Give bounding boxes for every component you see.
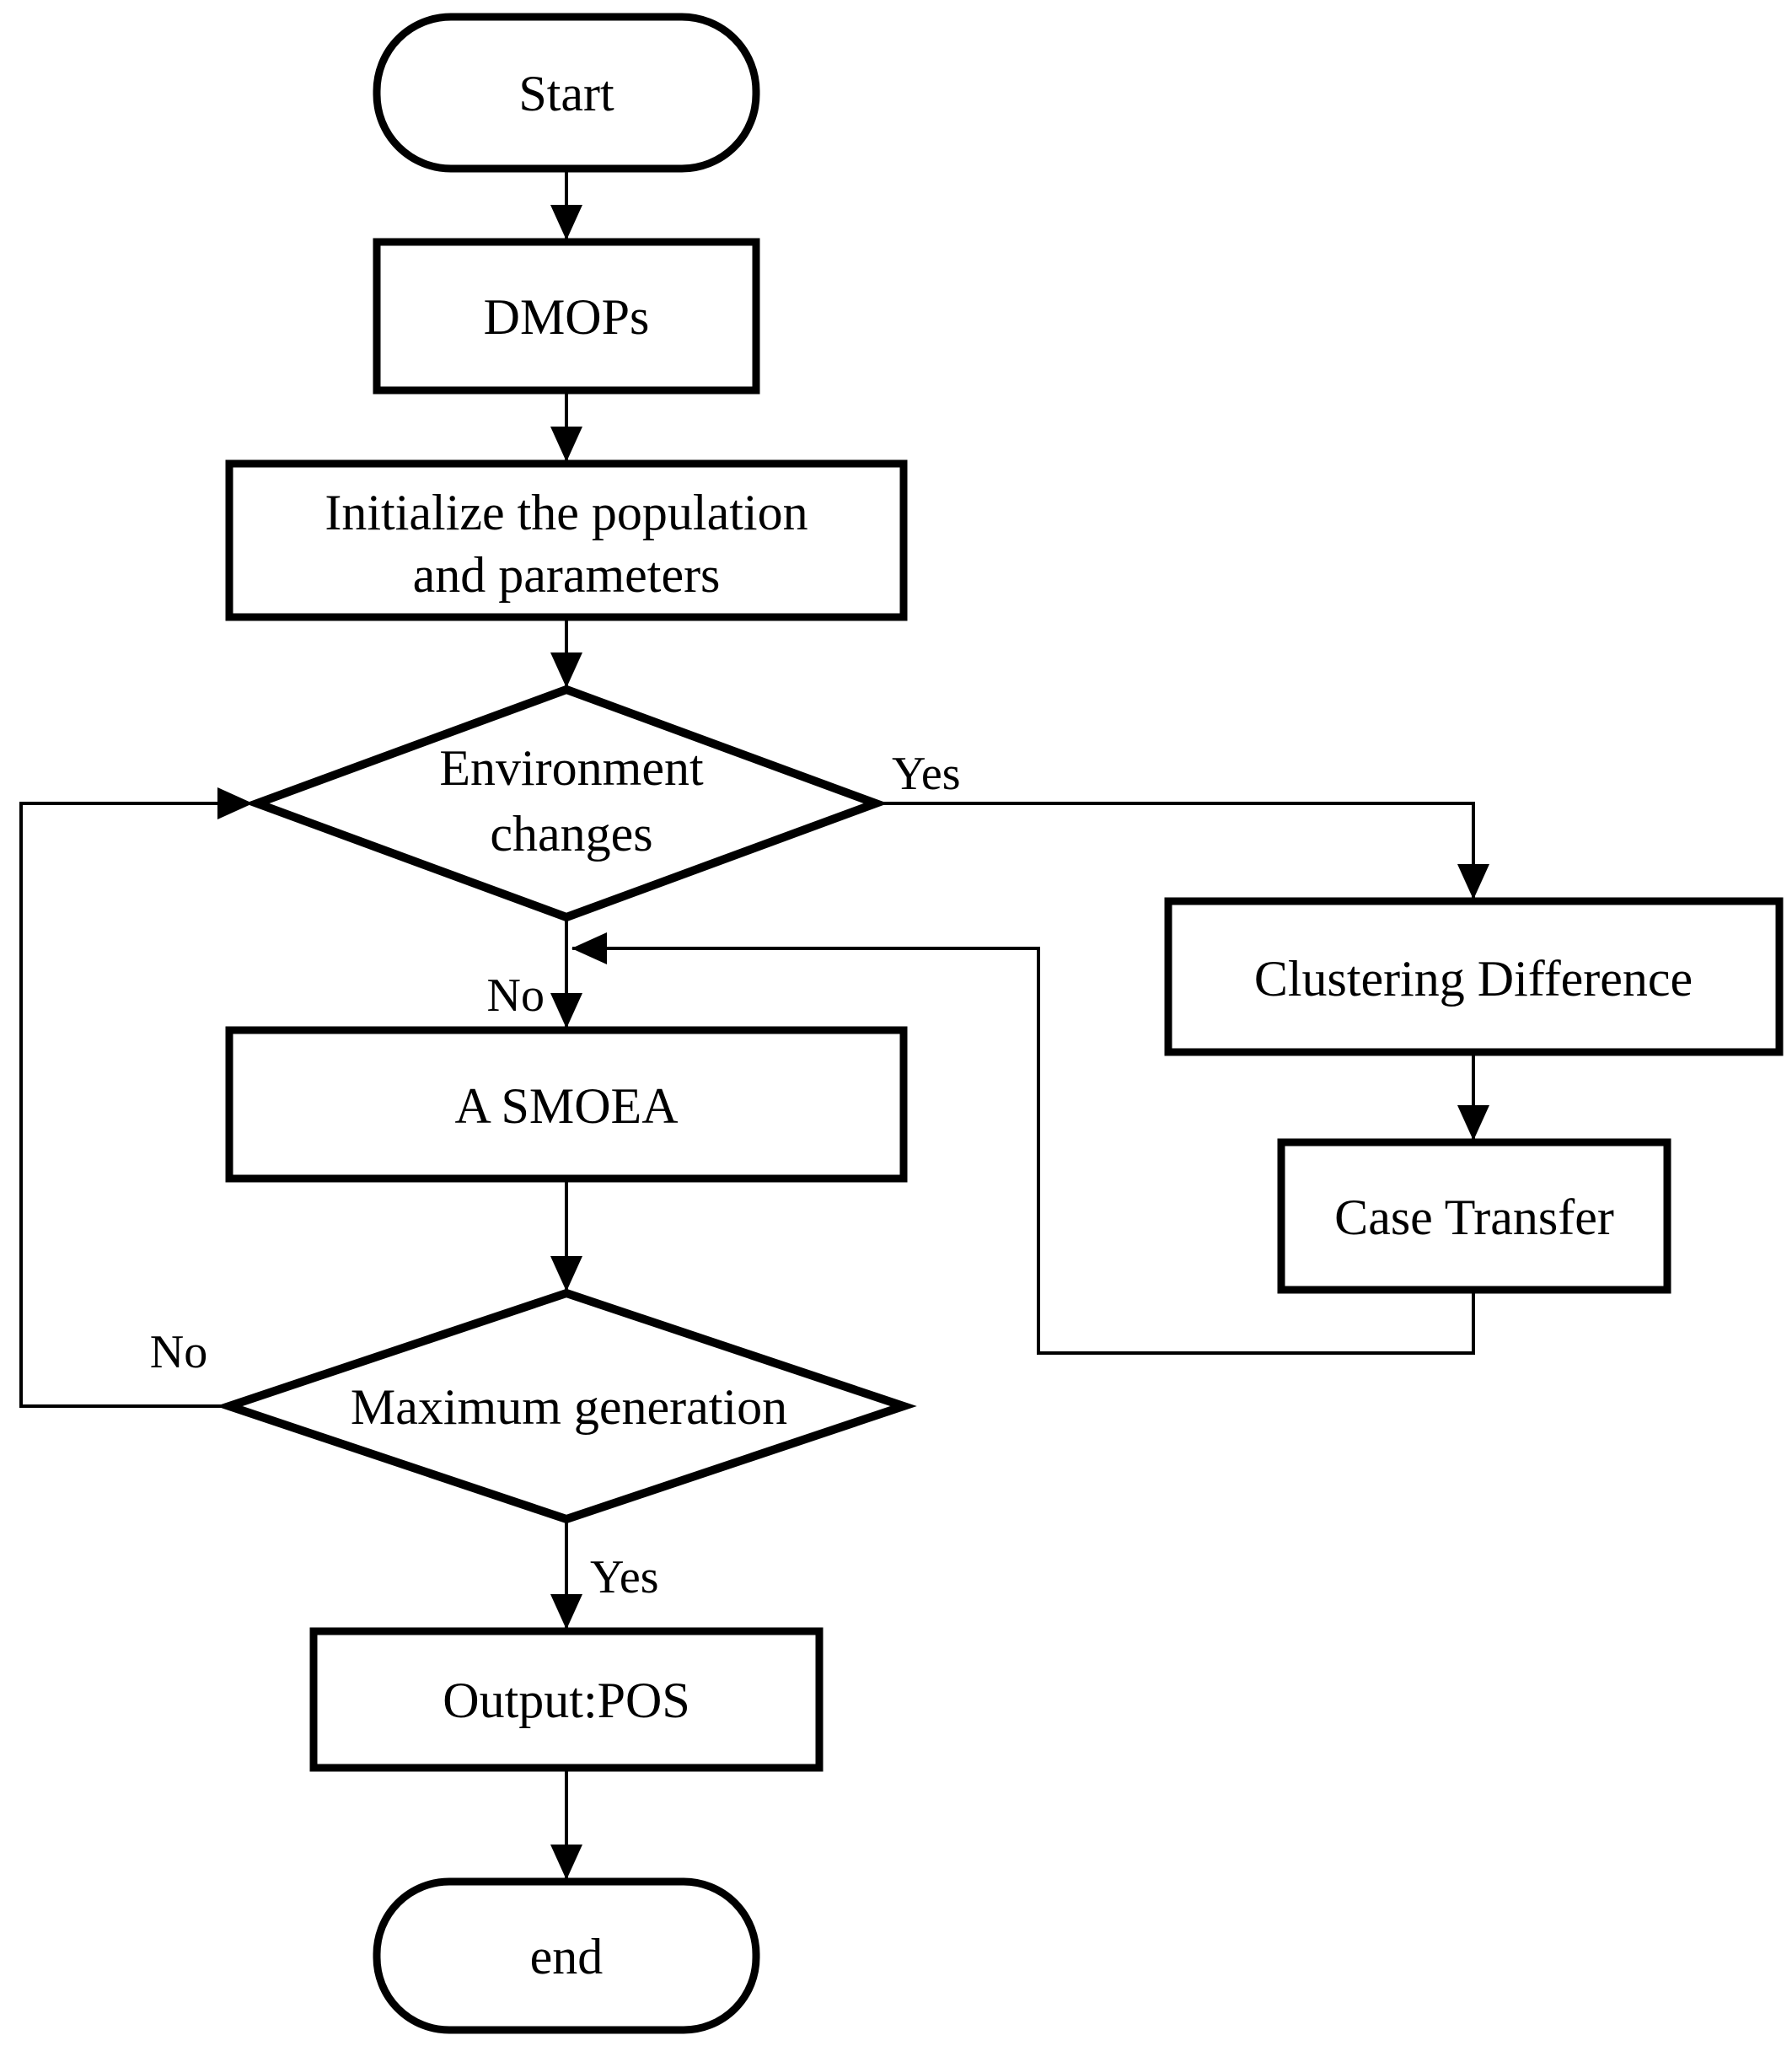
- node-start: [373, 13, 760, 173]
- node-clustering-difference-label: Clustering Difference: [1254, 951, 1693, 1007]
- node-env-changes-label-line1: Environment: [439, 740, 704, 796]
- node-initialize-label-line2: and parameters: [413, 547, 721, 603]
- edge-case-transfer-feedback: [571, 932, 1475, 1355]
- node-maximum-generation-label: Maximum generation: [351, 1379, 787, 1435]
- node-end: [373, 1877, 760, 2034]
- node-dmops-label: DMOPs: [484, 289, 650, 345]
- node-case-transfer: [1277, 1138, 1671, 1294]
- node-output-pos: [309, 1627, 824, 1772]
- node-end-label: end: [530, 1929, 604, 1984]
- edge-label-maxgen-no: No: [150, 1326, 207, 1378]
- node-case-transfer-label: Case Transfer: [1334, 1189, 1614, 1245]
- node-env-changes-label-line2: changes: [490, 806, 652, 862]
- edge-label-env-yes: Yes: [892, 748, 960, 800]
- node-start-label: Start: [518, 66, 614, 121]
- node-output-pos-label: Output:POS: [443, 1673, 689, 1728]
- edge-maxgen-env-changes-no: [19, 787, 253, 1408]
- node-a-smoea: [225, 1026, 908, 1183]
- node-clustering-difference: [1164, 897, 1784, 1056]
- edge-label-env-no: No: [487, 969, 545, 1022]
- node-env-changes: [244, 685, 888, 922]
- node-initialize: [225, 459, 908, 621]
- edge-label-maxgen-yes: Yes: [590, 1551, 658, 1603]
- node-a-smoea-label: A SMOEA: [454, 1078, 678, 1134]
- edge-env-changes-clustering-yes: [876, 802, 1489, 899]
- node-maximum-generation: [216, 1288, 917, 1524]
- node-initialize-label-line1: Initialize the population: [325, 485, 807, 540]
- node-dmops: [373, 238, 760, 395]
